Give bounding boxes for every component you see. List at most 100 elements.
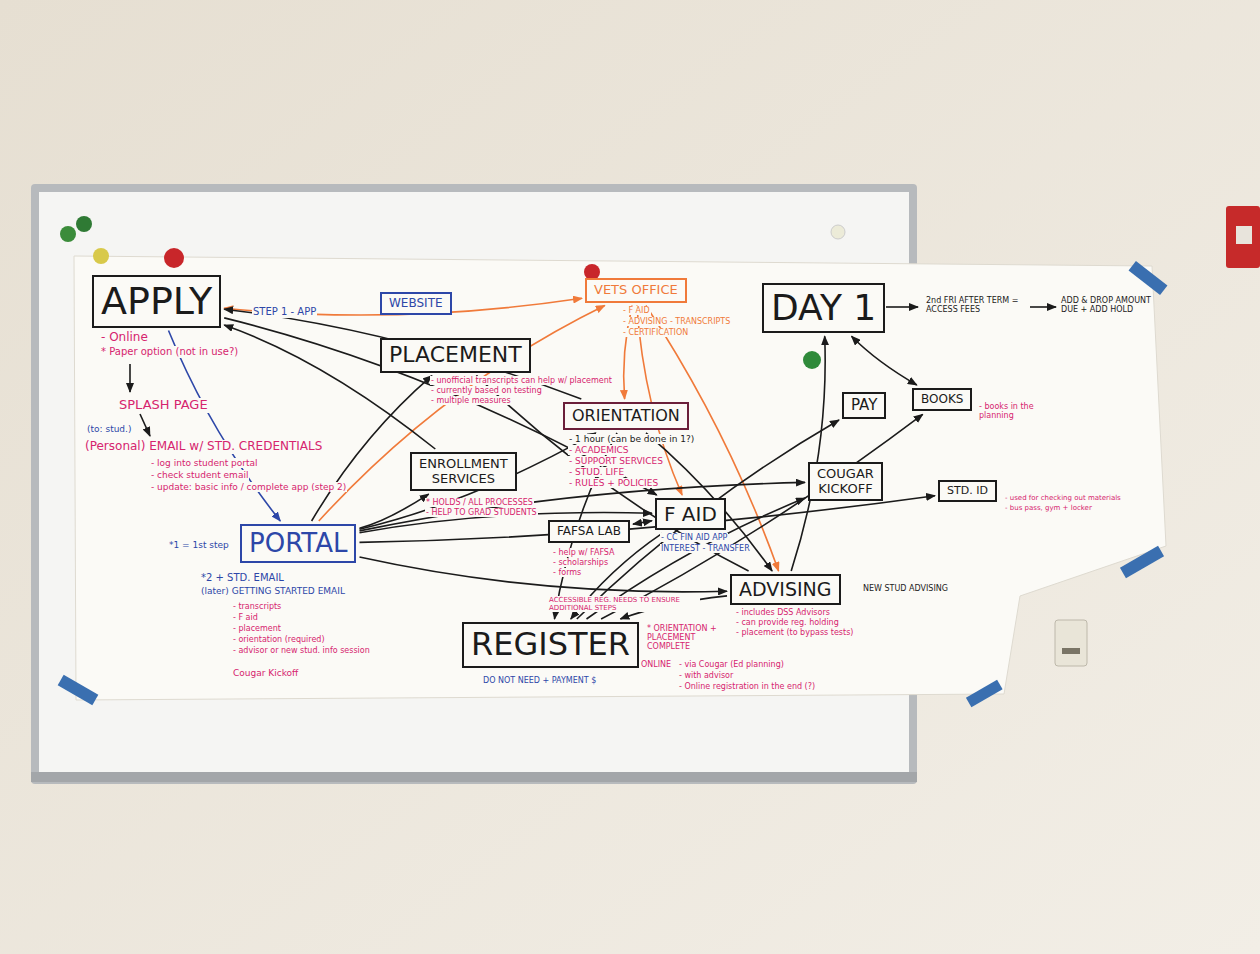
box-label: BOOKS	[921, 393, 963, 406]
tape	[1129, 261, 1168, 295]
marker-tray	[31, 772, 917, 782]
box-label: ENROLLMENT SERVICES	[419, 457, 508, 486]
note-text: (Personal) EMAIL w/ STD. CREDENTIALS	[84, 440, 323, 454]
box-label: APPLY	[101, 280, 212, 323]
process-box: F AID	[655, 498, 726, 530]
box-label: WEBSITE	[389, 297, 443, 310]
process-box: ENROLLMENT SERVICES	[410, 452, 517, 491]
note-text: - SUPPORT SERVICES	[568, 456, 664, 466]
flow-arrow	[169, 331, 281, 522]
flow-arrow	[224, 309, 581, 399]
note-text: - Online registration in the end (?)	[678, 682, 816, 691]
note-text: SPLASH PAGE	[118, 398, 209, 413]
note-text: - transcripts	[232, 602, 282, 611]
box-label: STD. ID	[947, 485, 988, 497]
box-label: DAY 1	[771, 288, 876, 328]
box-label: ADVISING	[739, 579, 832, 600]
note-text: - CERTIFICATION	[622, 328, 689, 337]
process-box: ADVISING	[730, 574, 841, 605]
flow-arrow	[319, 306, 605, 522]
note-text: - used for checking out materials	[1004, 494, 1122, 502]
note-text: - bus pass, gym + locker	[1004, 504, 1093, 512]
note-text: - F AID	[622, 306, 651, 315]
thermostat-display	[1062, 648, 1080, 654]
note-text: ONLINE	[640, 660, 672, 669]
flow-arrow	[360, 496, 936, 543]
magnet	[164, 248, 184, 268]
tape	[966, 680, 1003, 708]
note-text: - check student email	[150, 470, 249, 480]
tape	[1120, 546, 1164, 578]
note-text: *2 + STD. EMAIL	[200, 572, 285, 584]
note-text: Cougar Kickoff	[232, 668, 299, 678]
note-text: - HELP TO GRAD STUDENTS	[425, 508, 538, 517]
box-label: PORTAL	[249, 529, 347, 558]
process-box: COUGAR KICKOFF	[808, 462, 883, 501]
note-text: - multiple measures	[430, 396, 512, 405]
flow-arrow	[312, 376, 432, 521]
magnet	[803, 351, 821, 369]
magnet	[60, 226, 76, 242]
thermostat	[1055, 620, 1087, 666]
box-label: COUGAR KICKOFF	[817, 467, 874, 496]
process-box: FAFSA LAB	[548, 520, 630, 543]
note-text: (to: stud.)	[86, 424, 132, 434]
note-text: - update: basic info / complete app (ste…	[150, 482, 347, 492]
note-text: * Paper option (not in use?)	[100, 346, 239, 358]
note-text: - placement (to bypass tests)	[735, 628, 854, 637]
arrow	[886, 306, 918, 308]
note-text: - F aid	[232, 613, 259, 622]
flow-arrow	[852, 336, 917, 385]
flow-arrow	[646, 433, 772, 571]
arrow	[1030, 306, 1056, 308]
arrow	[129, 364, 131, 392]
note-text: - help w/ FAFSA	[552, 548, 616, 557]
fire-alarm-face	[1236, 226, 1252, 244]
note-text: - includes DSS Advisors	[735, 608, 831, 617]
paper-sheet	[74, 256, 1166, 700]
magnet	[76, 216, 92, 232]
note-text: - STUD. LIFE	[568, 467, 625, 477]
note-text: - ADVISING - TRANSCRIPTS	[622, 317, 731, 326]
box-label: F AID	[664, 503, 717, 525]
process-box: VETS OFFICE	[585, 278, 687, 303]
note-text: (later) GETTING STARTED EMAIL	[200, 586, 346, 596]
process-box: PAY	[842, 392, 886, 419]
note-text: - orientation (required)	[232, 635, 326, 644]
box-label: FAFSA LAB	[557, 525, 621, 538]
note-text: - advisor or new stud. info session	[232, 646, 371, 655]
note-text: - via Cougar (Ed planning)	[678, 660, 785, 669]
note-text: - forms	[552, 568, 582, 577]
note-text: - with advisor	[678, 671, 734, 680]
flow-arrow	[791, 336, 825, 571]
note-text: - can provide reg. holding	[735, 618, 840, 627]
process-box: PORTAL	[240, 524, 356, 563]
box-label: ORIENTATION	[572, 407, 680, 425]
note-text: - RULES + POLICIES	[568, 478, 659, 488]
note-text: INTEREST - TRANSFER	[660, 544, 751, 553]
note-text: 2nd FRI AFTER TERM = ACCESS FEES	[925, 296, 1027, 314]
box-label: REGISTER	[471, 627, 630, 663]
note-text: - unofficial transcripts can help w/ pla…	[430, 376, 613, 385]
note-text: *1 = 1st step	[168, 540, 230, 550]
note-text: - CC FIN AID APP	[660, 533, 728, 542]
tape	[58, 675, 99, 705]
process-box: BOOKS	[912, 388, 972, 411]
box-label: PAY	[851, 397, 877, 414]
process-box: PLACEMENT	[380, 338, 531, 373]
process-box: STD. ID	[938, 480, 997, 502]
process-box: WEBSITE	[380, 292, 452, 315]
flow-arrow	[360, 557, 728, 592]
flow-arrow	[360, 433, 596, 529]
process-box: REGISTER	[462, 622, 639, 668]
box-label: PLACEMENT	[389, 343, 522, 368]
note-text: - 1 hour (can be done in 1?)	[568, 434, 695, 444]
note-text: * ORIENTATION + PLACEMENT COMPLETE	[646, 624, 728, 652]
process-box: DAY 1	[762, 283, 885, 333]
note-text: * HOLDS / ALL PROCESSES	[425, 498, 534, 507]
note-text: ACCESSIBLE REG. NEEDS TO ENSURE ADDITION…	[548, 596, 700, 612]
process-box: APPLY	[92, 275, 221, 328]
box-label: VETS OFFICE	[594, 283, 678, 298]
note-text: - placement	[232, 624, 282, 633]
fire-alarm	[1226, 206, 1260, 268]
